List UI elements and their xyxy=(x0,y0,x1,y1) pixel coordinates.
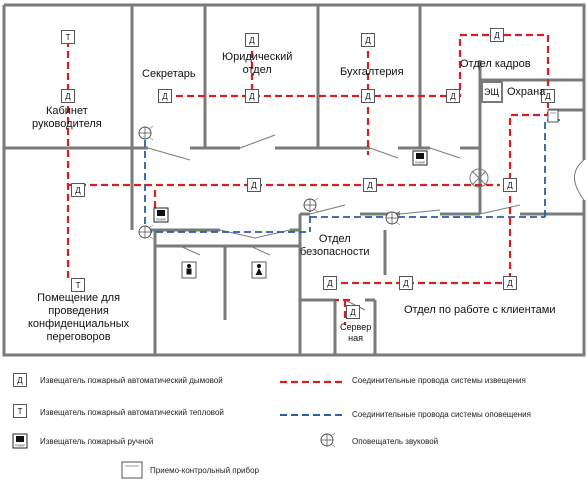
svg-text:Д: Д xyxy=(450,92,456,101)
legend-heat-detector-icon: Т xyxy=(13,404,27,418)
smoke-detector-icon: Д xyxy=(490,28,504,42)
smoke-detector-icon: Д xyxy=(158,89,172,103)
svg-text:Д: Д xyxy=(545,92,551,101)
smoke-detector-icon: Д xyxy=(323,276,337,290)
sounder-icon xyxy=(138,125,154,141)
legend-manual-call-point-icon: ПОЖАР xyxy=(12,433,28,449)
smoke-detector-icon: Д xyxy=(363,178,377,192)
manual-call-point-layer: ПОЖАР ПОЖАР xyxy=(153,150,428,223)
legend-panel-symbol xyxy=(121,461,143,479)
room-guard-label: Охрана xyxy=(507,86,546,98)
svg-text:Д: Д xyxy=(65,92,71,101)
legend-symbols: Д Т ПОЖАР xyxy=(12,373,345,479)
room-clients-label: Отдел по работе с клиентами xyxy=(404,304,556,316)
legend-alarm-wires-text: Соединительные провода системы извещения xyxy=(352,376,526,385)
manual-call-point-icon: ПОЖАР xyxy=(153,207,169,223)
heat-detector-layer: ТТ xyxy=(61,30,85,292)
smoke-detector-icon: Д xyxy=(361,33,375,47)
legend-sounder-icon xyxy=(320,432,336,448)
toilet-women-icon xyxy=(251,261,267,279)
svg-text:Т: Т xyxy=(18,407,23,416)
room-server-label: Сервер ная xyxy=(340,322,372,343)
svg-text:ПОЖАР: ПОЖАР xyxy=(415,161,425,165)
smoke-detector-icon: Д xyxy=(245,89,259,103)
smoke-detector-icon: Д xyxy=(446,89,460,103)
legend-heat-text: Извещатель пожарный автоматический тепло… xyxy=(40,408,224,417)
room-director-label: Кабинет руководителя xyxy=(32,105,102,130)
room-panel-label: ЭЩ xyxy=(484,87,499,97)
svg-text:Д: Д xyxy=(251,181,257,190)
smoke-detector-icon: Д xyxy=(71,183,85,197)
control-panel-symbol xyxy=(547,109,559,123)
legend-notify-wires-text: Соединительные провода системы оповещени… xyxy=(352,410,531,419)
sounder-icon xyxy=(303,197,319,213)
svg-text:Д: Д xyxy=(17,376,23,385)
legend-smoke-detector-icon: Д xyxy=(13,373,27,387)
svg-text:Д: Д xyxy=(403,279,409,288)
svg-text:ПОЖАР: ПОЖАР xyxy=(156,218,166,222)
legend-smoke-text: Извещатель пожарный автоматический дымов… xyxy=(40,376,223,385)
toilet-men-icon xyxy=(181,261,197,279)
smoke-detector-icon: Д xyxy=(61,89,75,103)
heat-detector-icon: Т xyxy=(71,278,85,292)
legend-manual-text: Извещатель пожарный ручной xyxy=(40,437,154,446)
smoke-detector-icon: Д xyxy=(346,305,360,319)
legend-sounder-text: Оповещатель звуковой xyxy=(352,437,439,446)
svg-text:Д: Д xyxy=(507,181,513,190)
smoke-detector-icon: Д xyxy=(247,178,261,192)
walls xyxy=(2,3,586,357)
svg-text:Д: Д xyxy=(249,36,255,45)
heat-detector-icon: Т xyxy=(61,30,75,44)
room-legal-label: Юридический отдел xyxy=(222,51,293,76)
room-accounting-label: Бухгалтерия xyxy=(340,66,404,78)
legend-panel-text: Приемо-контрольный прибор xyxy=(150,466,259,475)
svg-text:Д: Д xyxy=(365,92,371,101)
svg-text:Д: Д xyxy=(494,31,500,40)
smoke-detector-icon: Д xyxy=(361,89,375,103)
svg-text:Д: Д xyxy=(367,181,373,190)
smoke-detector-layer: Д Д Д Д Д Д Д Д Д Д Д Д Д Д Д Д Д xyxy=(61,28,555,319)
doors xyxy=(147,134,585,311)
sounder-icon xyxy=(385,210,401,226)
smoke-detector-icon: Д xyxy=(245,33,259,47)
room-secretary-label: Секретарь xyxy=(142,68,196,80)
manual-call-point-icon: ПОЖАР xyxy=(412,150,428,166)
svg-text:Д: Д xyxy=(350,308,356,317)
smoke-detector-icon: Д xyxy=(503,276,517,290)
svg-text:Д: Д xyxy=(75,186,81,195)
sounder-layer xyxy=(138,125,401,240)
smoke-detector-icon: Д xyxy=(399,276,413,290)
svg-text:Д: Д xyxy=(249,92,255,101)
smoke-detector-icon: Д xyxy=(503,178,517,192)
alarm-wires xyxy=(66,33,550,325)
room-security-label: Отдел безопасности xyxy=(300,233,370,258)
notify-wires xyxy=(144,119,560,233)
svg-text:Д: Д xyxy=(162,92,168,101)
room-confidential-label: Помещение для проведения конфиденциальны… xyxy=(28,292,130,343)
svg-text:ПОЖАР: ПОЖАР xyxy=(15,444,25,448)
sounder-icon xyxy=(138,224,154,240)
svg-text:Т: Т xyxy=(76,281,81,290)
svg-text:Д: Д xyxy=(365,36,371,45)
svg-text:Д: Д xyxy=(327,279,333,288)
svg-text:Т: Т xyxy=(66,33,71,42)
room-hr-label: Отдел кадров xyxy=(460,58,531,70)
svg-text:Д: Д xyxy=(507,279,513,288)
smoke-detector-icon: Д xyxy=(541,89,555,103)
